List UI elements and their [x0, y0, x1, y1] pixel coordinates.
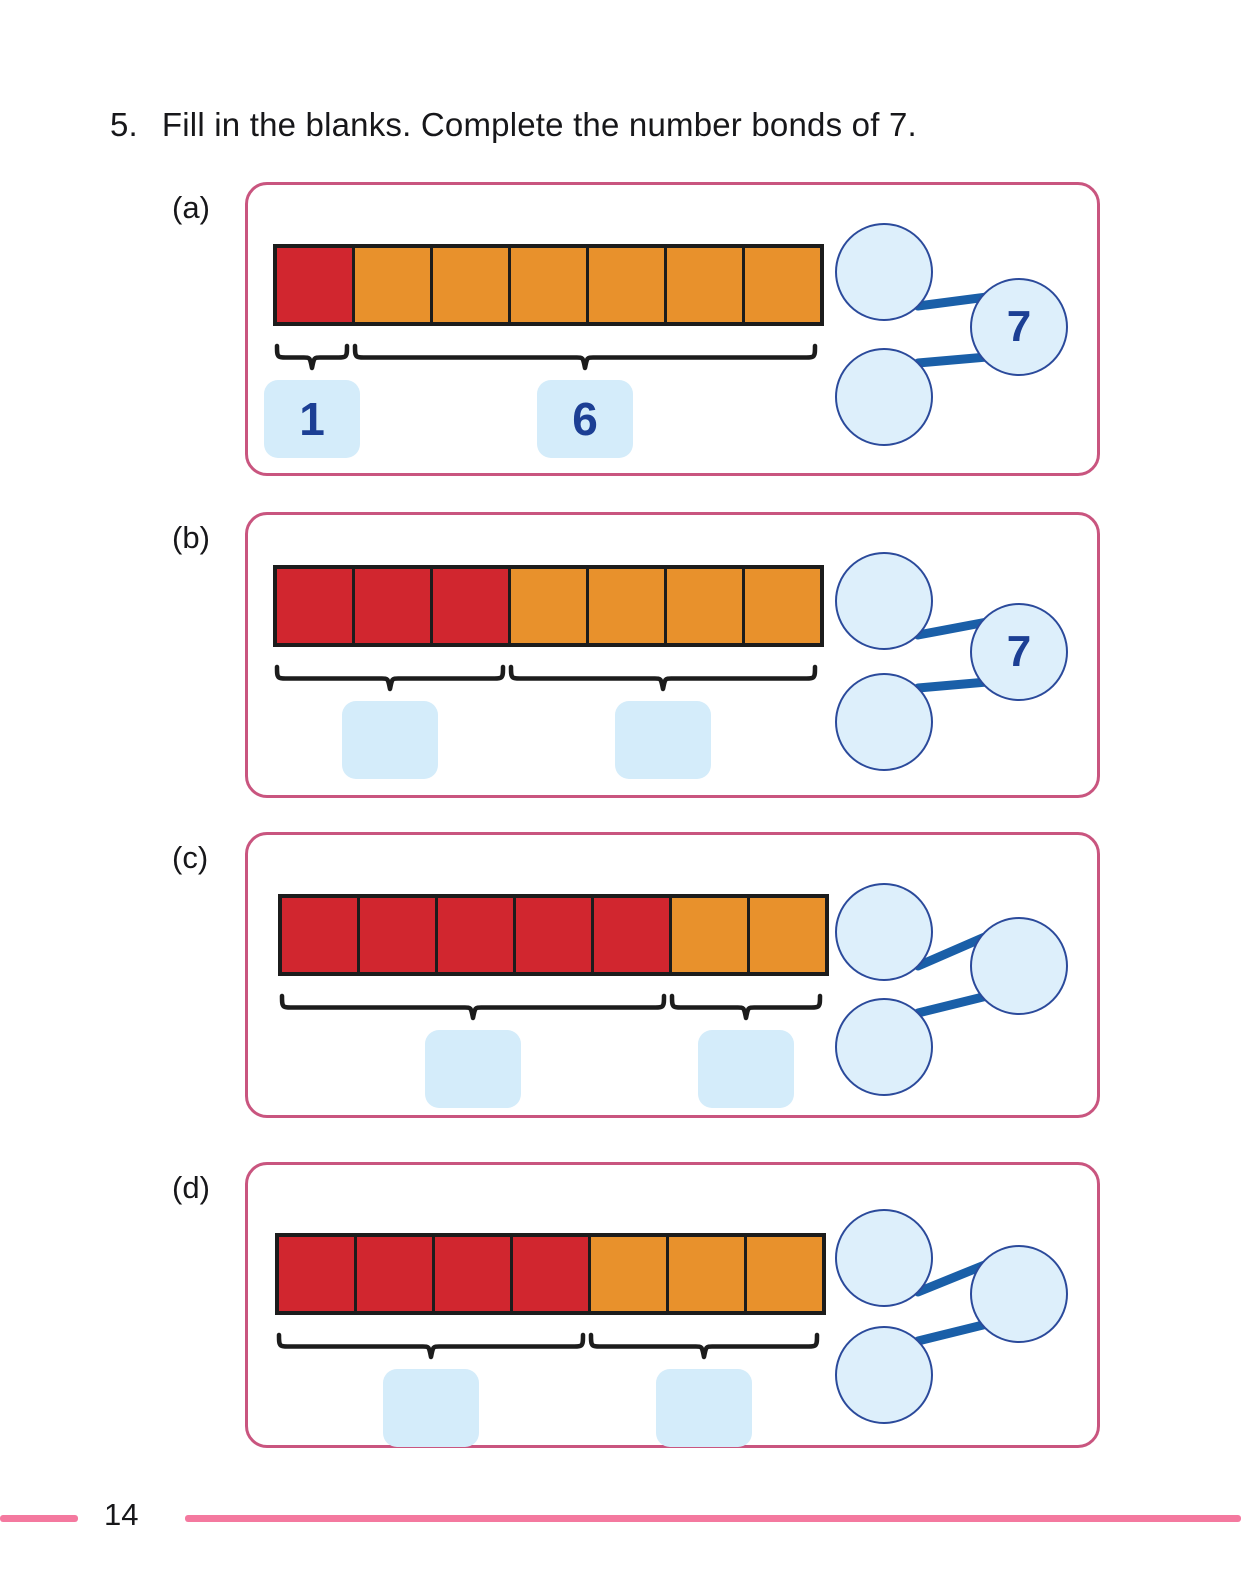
bond-whole[interactable]: 7 — [1006, 627, 1032, 676]
page-footer: 14 — [0, 1497, 1241, 1537]
bar-cell-orange — [747, 1237, 822, 1311]
bar-cell-orange — [589, 569, 664, 643]
panel-label: (b) — [172, 520, 210, 555]
bond-whole[interactable] — [971, 918, 1067, 1014]
bar-cell-red — [594, 898, 669, 972]
bar-cell-orange — [667, 569, 742, 643]
bond-part-top[interactable] — [836, 553, 932, 649]
part-brace — [276, 1332, 586, 1360]
question-number: 5. — [110, 106, 138, 143]
part-brace — [508, 664, 818, 692]
bar-cell-orange — [511, 569, 586, 643]
bond-part-top[interactable] — [836, 224, 932, 320]
page-title: Fill in the blanks. Complete the number … — [161, 106, 917, 143]
footer-rule-right — [185, 1515, 1241, 1522]
bond-part-top[interactable] — [836, 884, 932, 980]
answer-box-blank[interactable] — [615, 701, 711, 779]
bar-cell-orange — [672, 898, 747, 972]
part-brace — [588, 1332, 820, 1360]
answer-box-filled[interactable]: 1 — [264, 380, 360, 458]
part-brace — [279, 993, 667, 1021]
bar-cell-orange — [591, 1237, 666, 1311]
bar-cell-orange — [745, 569, 820, 643]
page-number: 14 — [104, 1497, 139, 1532]
bar-cell-orange — [667, 248, 742, 322]
number-bond — [832, 1206, 1071, 1427]
panel-label: (c) — [172, 840, 209, 875]
answer-box-blank[interactable] — [383, 1369, 479, 1447]
number-bond: 7 — [832, 549, 1071, 774]
answer-box-blank[interactable] — [425, 1030, 521, 1108]
bar-cell-red — [279, 1237, 354, 1311]
number-bond: 7 — [832, 220, 1071, 449]
bar-cell-red — [277, 569, 352, 643]
bar-model — [278, 894, 829, 976]
part-brace — [274, 343, 350, 371]
bar-model — [275, 1233, 826, 1315]
bar-cell-orange — [589, 248, 664, 322]
bar-model — [273, 565, 824, 647]
bar-cell-red — [513, 1237, 588, 1311]
bond-part-bottom[interactable] — [836, 1327, 932, 1423]
bar-cell-red — [516, 898, 591, 972]
answer-box-blank[interactable] — [342, 701, 438, 779]
bar-cell-red — [438, 898, 513, 972]
bar-cell-orange — [433, 248, 508, 322]
bar-cell-red — [355, 569, 430, 643]
panel-label: (a) — [172, 190, 210, 225]
bond-whole[interactable] — [971, 1246, 1067, 1342]
bar-model — [273, 244, 824, 326]
bond-part-bottom[interactable] — [836, 349, 932, 445]
bar-cell-red — [433, 569, 508, 643]
question-header: 5. Fill in the blanks. Complete the numb… — [110, 106, 917, 144]
bond-whole[interactable]: 7 — [1006, 302, 1032, 351]
bar-cell-orange — [669, 1237, 744, 1311]
bar-cell-red — [357, 1237, 432, 1311]
bar-cell-orange — [745, 248, 820, 322]
bond-part-bottom[interactable] — [836, 674, 932, 770]
footer-rule-left — [0, 1515, 78, 1522]
answer-box-blank[interactable] — [656, 1369, 752, 1447]
bar-cell-red — [277, 248, 352, 322]
bar-cell-orange — [511, 248, 586, 322]
bond-part-bottom[interactable] — [836, 999, 932, 1095]
bar-cell-orange — [355, 248, 430, 322]
bar-cell-red — [282, 898, 357, 972]
panel-frame — [245, 182, 1100, 476]
part-brace — [352, 343, 818, 371]
answer-box-filled[interactable]: 6 — [537, 380, 633, 458]
bar-cell-orange — [750, 898, 825, 972]
bar-cell-red — [360, 898, 435, 972]
answer-box-blank[interactable] — [698, 1030, 794, 1108]
bar-cell-red — [435, 1237, 510, 1311]
part-brace — [274, 664, 506, 692]
part-brace — [669, 993, 823, 1021]
bond-part-top[interactable] — [836, 1210, 932, 1306]
number-bond — [832, 880, 1071, 1099]
panel-label: (d) — [172, 1170, 210, 1205]
